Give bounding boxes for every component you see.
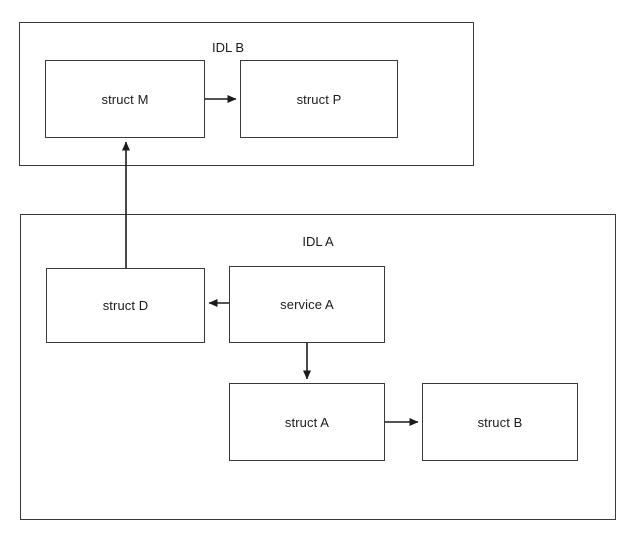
node-label-struct-m: struct M — [101, 91, 149, 107]
node-struct-b[interactable]: struct B — [422, 383, 578, 461]
node-label-struct-b: struct B — [477, 414, 523, 430]
node-label-struct-p: struct P — [296, 91, 342, 107]
node-label-struct-a: struct A — [284, 414, 330, 430]
group-label-idl-a: IDL A — [302, 234, 334, 249]
node-struct-p[interactable]: struct P — [240, 60, 398, 138]
node-struct-a[interactable]: struct A — [229, 383, 385, 461]
node-label-service-a: service A — [280, 297, 334, 312]
node-label-struct-d: struct D — [102, 298, 149, 313]
group-label-idl-b: IDL B — [211, 40, 245, 55]
node-struct-m[interactable]: struct M — [45, 60, 205, 138]
node-service-a[interactable]: service A — [229, 266, 385, 343]
group-container-idl-a[interactable] — [20, 214, 616, 520]
node-struct-d[interactable]: struct D — [46, 268, 205, 343]
group-container-idl-b[interactable] — [19, 22, 474, 166]
